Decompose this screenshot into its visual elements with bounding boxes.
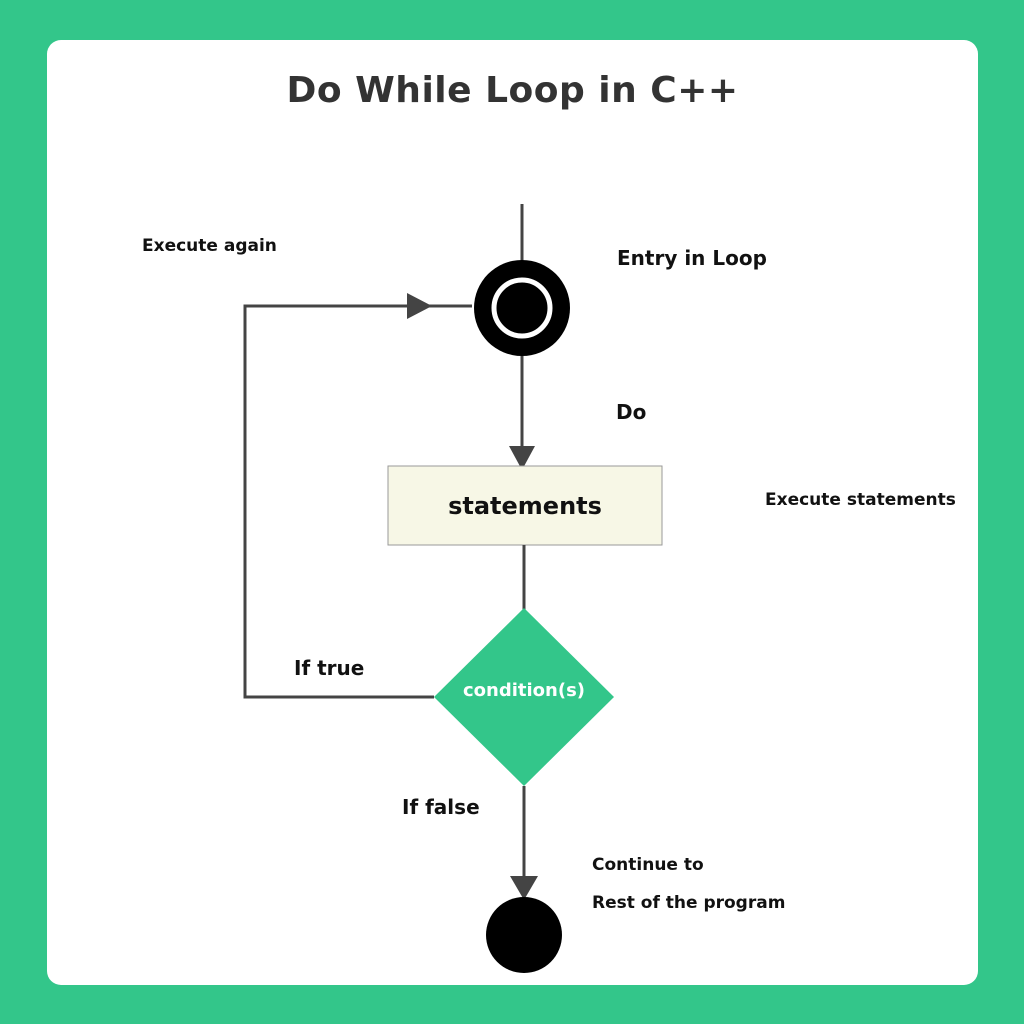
execute-again-label: Execute again [142,236,277,256]
rest-of-program-label: Rest of the program [592,893,786,913]
condition-label: condition(s) [462,680,586,701]
entry-label: Entry in Loop [617,246,767,270]
loop-back-arrowhead [407,293,432,319]
statements-label: statements [448,491,602,520]
end-node [486,897,562,973]
diagram-title: Do While Loop in C++ [286,70,739,111]
start-node-ring [491,277,553,339]
condition-diamond [434,608,614,786]
exit-arrowhead [510,876,538,900]
loop-back-line [243,304,472,699]
do-label: Do [616,400,647,424]
statements-box [387,465,663,546]
do-arrowhead [509,446,535,470]
if-true-label: If true [294,656,365,680]
if-false-label: If false [402,795,480,819]
continue-label: Continue to [592,855,704,875]
execute-statements-label: Execute statements [765,490,956,510]
